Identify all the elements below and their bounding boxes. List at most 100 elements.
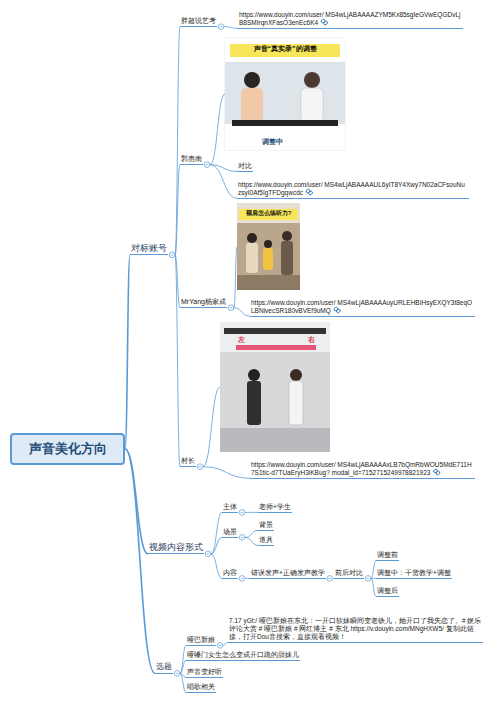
topic-text: https://www.douyin.com/user/ MS4wLjABAAA… [251,299,472,314]
topic-text: https://www.douyin.com/user/ MS4wLjABAAA… [239,11,460,26]
topic-text: 场景 [223,528,237,535]
sub-topic: 调整中：干货教学+调整 [376,569,452,579]
sub-topic: MrYang杨家成 [180,298,227,308]
collapse-toggle [365,576,371,582]
sub-topic: 背景 [258,521,274,531]
image-caption: 左 [238,336,245,344]
branch-connector [175,255,180,467]
topic-text: 哑嗓门女生怎么变成开口跪的甜妹儿 [187,651,299,658]
branch-connector [245,512,258,513]
collapse-toggle [169,252,175,258]
sub-topic: 声音变好听 [186,668,223,678]
sub-topic: 错误发声+正确发声教学 [250,569,326,579]
video-thumbnail [225,38,345,150]
topic-text: 选题 [156,662,172,671]
topic-text: 调整前 [377,551,398,558]
branch-topic: 对标账号 [130,243,168,256]
link-topic: https://www.douyin.com/user/ MS4wLjABAAA… [238,11,463,29]
collapse-toggle [239,535,245,541]
sub-topic: 哑嗓门女生怎么变成开口跪的甜妹儿 [186,651,300,661]
link-icon [333,307,340,314]
topic-text: 对标账号 [131,243,167,253]
sub-topic: 场景 [222,528,238,538]
sub-topic: 主体 [222,503,238,513]
collapse-toggle [228,305,234,311]
topic-text: 唱歌相关 [187,683,215,690]
topic-text: 内容 [223,569,237,576]
topic-text: 道具 [259,536,273,543]
link-icon [321,19,328,26]
branch-connector [245,530,258,537]
collapse-toggle [204,162,210,168]
topic-text: 村长 [181,457,195,464]
topic-text: 调整中：干货教学+调整 [377,569,451,576]
topic-text: 主体 [223,503,237,510]
collapse-toggle [218,24,224,30]
branch-connector [125,255,130,449]
topic-text: 郭惠南 [181,155,202,162]
topic-text: 7.17 yGt:/ 哑巴新娘在东北：一开口软妹瞬间变老铁儿，她开口了我失恋了。… [229,617,481,640]
topic-text: 前后对比 [335,569,363,576]
branch-connector [210,165,237,199]
branch-connector [203,467,250,479]
branch-connector [234,308,250,317]
topic-text: 哑巴新娘 [187,636,215,643]
collapse-toggle [239,576,245,582]
link-icon [306,189,313,196]
sub-topic: 对比 [237,162,253,172]
topic-text: 调整后 [377,587,398,594]
topic-text: 胖超说艺考 [181,17,216,24]
topic-text: 对比 [238,162,252,169]
image-branch [203,387,220,467]
topic-text: https://www.douyin.com/user/ MS4wLjABAAA… [251,461,472,476]
video-thumbnail [220,322,330,452]
image-branch [210,94,225,165]
image-branch [234,247,237,308]
branch-connector [211,512,222,554]
branch-connector [175,27,180,255]
sub-topic: 郭惠南 [180,155,203,165]
image-caption: 调整中 [262,138,283,146]
sub-topic: 老师+学生 [258,503,292,513]
branch-connector [211,537,222,554]
link-topic: https://www.douyin.com/user/ MS4wLjABAAA… [250,461,475,479]
branch-topic: 视频内容形式 [148,542,204,555]
topic-text: 背景 [259,521,273,528]
branch-connector [175,165,180,255]
topic-text: 声音美化方向 [29,441,107,456]
topic-text: 错误发声+正确发声教学 [251,569,325,576]
collapse-toggle [327,576,333,582]
image-caption: 声音“真实录”的调整 [230,45,340,53]
sub-topic: 道具 [258,536,274,546]
collapse-toggle [217,643,223,649]
sub-topic: 前后对比 [334,569,364,579]
topic-text: MrYang杨家成 [181,298,226,305]
link-topic: https://www.douyin.com/user/ MS4wLjABAAA… [250,299,475,317]
topic-text: 视频内容形式 [149,542,203,552]
image-caption: 额肩怎么练听力? [239,210,298,217]
sub-topic: 哑巴新娘 [186,636,216,646]
branch-connector [125,449,148,554]
sub-topic: 胖超说艺考 [180,17,217,27]
collapse-toggle [239,510,245,516]
branch-connector [245,537,258,545]
sub-topic: 7.17 yGt:/ 哑巴新娘在东北：一开口软妹瞬间变老铁儿，她开口了我失恋了。… [228,617,483,642]
sub-topic: 村长 [180,457,196,467]
topic-text: 声音变好听 [187,668,222,675]
link-topic: https://www.douyin.com/user/ MS4wLjABAAA… [237,181,469,199]
branch-topic: 选题 [155,662,173,674]
collapse-toggle [205,551,211,557]
sub-topic: 唱歌相关 [186,683,216,693]
image-caption: 右 [308,336,315,344]
branch-connector [211,554,222,579]
branch-connector [224,27,238,29]
collapse-toggle [197,464,203,470]
sub-topic: 调整后 [376,587,399,597]
sub-topic: 内容 [222,569,238,579]
branch-connector [125,449,155,673]
topic-text: https://www.douyin.com/user/ MS4wLjABAAA… [238,181,465,196]
topic-text: 老师+学生 [259,503,291,510]
